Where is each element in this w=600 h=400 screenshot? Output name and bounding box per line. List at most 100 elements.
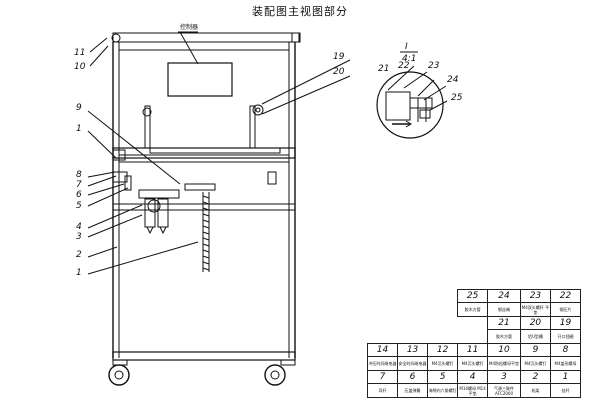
callout-4: 4 [76,222,82,232]
empty-cell [398,317,428,330]
leader-10 [89,45,109,67]
empty-cell [368,330,398,344]
part-name: M4沉头螺钉 [519,356,551,371]
control-box-label: 控制器 [180,23,198,31]
callout-19: 19 [333,52,345,62]
detail-label-23: 23 [428,61,440,71]
detail-label-22: 22 [398,61,410,71]
coil-hose [202,192,210,272]
part-number: 5 [427,370,459,384]
leader-9 [87,110,181,185]
detail-label-24: 24 [447,75,459,85]
part-number: 6 [397,370,429,384]
empty-cell [368,303,398,317]
empty-cell [398,290,428,303]
part-name: M4盖形螺母 [549,356,582,371]
leader-1a [87,130,117,159]
press-head [184,183,216,191]
pressure-gauge [147,199,161,213]
part-number: 14 [366,343,399,357]
empty-cell [428,290,458,303]
post-left [144,105,151,149]
leader-4 [87,204,143,229]
empty-cell [398,330,428,344]
detail-view [376,51,448,139]
leader-2 [87,246,118,258]
part-name: 钢丝绳 [487,302,521,317]
leader-8 [87,171,116,178]
callout-11: 11 [74,48,85,58]
part-name: 压盖弹簧 [397,383,429,398]
part-name: M4沉头螺钉 [457,356,489,371]
part-number: 12 [427,343,459,357]
part-name: 钢压片 [549,302,582,317]
empty-cell [428,317,458,330]
caster-right [264,359,296,386]
part-name: 机架 [519,383,551,398]
part-number: 19 [549,316,582,330]
part-name: 安全时间继电器 [397,356,429,371]
callout-1b: 1 [76,268,82,278]
leader-20 [261,75,351,115]
filter-bowl-left [144,198,156,228]
leader-5 [87,187,129,207]
part-name: 开口挡圈 [549,329,582,344]
callout-1a: 1 [76,124,82,134]
bottom-crossbar [112,351,296,361]
drawing-title: 装配图主视图部分 [252,5,348,18]
leader-19 [261,59,351,105]
part-number: 20 [519,316,551,330]
detail-scale: 4:1 [402,54,416,64]
callout-9: 9 [76,103,82,113]
part-name: M4双头螺杆 平垫 [519,302,551,317]
parts-row-names: 胶木方管铝U型槽开口挡圈 [368,329,582,344]
drain-left [146,226,154,235]
callout-10: 10 [74,62,86,72]
top-bar-end-left [111,33,121,43]
part-name: M4防松螺母平垫 [487,356,521,371]
callout-8: 8 [76,170,82,180]
part-name: 导杆 [366,383,399,398]
empty-cell [428,303,458,317]
part-name: 胶木方管 [457,302,489,317]
leader-3 [87,214,143,238]
part-number: 3 [487,370,521,384]
detail-label-21: 21 [378,64,389,74]
part-name: 气源三联件 AFC2000 [487,383,521,398]
part-number: 2 [519,370,551,384]
drain-right [159,226,167,235]
leader-control [179,31,199,65]
control-box [167,62,233,97]
empty-cell [368,290,398,303]
detail-label-25: 25 [451,93,463,103]
middle-crossbar [112,203,296,211]
top-bar [112,32,300,43]
pulley-right [252,104,264,116]
frl-manifold [138,189,180,199]
part-number: 1 [549,370,582,384]
part-number: 7 [366,370,399,384]
fitting-3 [124,175,132,191]
post-right [249,105,256,149]
callout-2: 2 [76,250,82,260]
work-plate [149,147,281,154]
clamp-right [267,171,277,185]
callout-6: 6 [76,190,82,200]
part-number: 4 [457,370,489,384]
part-number: 9 [519,343,551,357]
part-name: 海绵内六角螺钉 [427,383,459,398]
callout-3: 3 [76,232,82,242]
leader-6 [87,183,125,196]
part-name: 冲压时间继电器 [366,356,399,371]
callout-7: 7 [76,180,82,190]
empty-cell [458,317,488,330]
part-number: 24 [487,289,521,303]
pulley-left [142,107,152,117]
